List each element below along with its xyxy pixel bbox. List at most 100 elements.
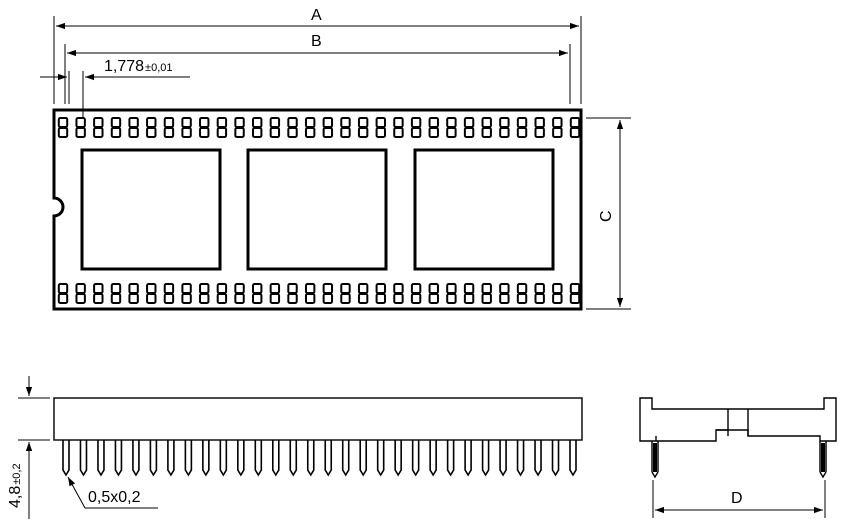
dimension-c-label: C xyxy=(598,210,615,222)
contact-top xyxy=(499,117,510,128)
contact-bottom xyxy=(340,293,351,304)
dimension-a-label: A xyxy=(311,7,322,24)
side-pin xyxy=(516,440,525,477)
contact-bottom xyxy=(110,293,122,304)
contact-top-inner xyxy=(304,127,316,138)
height-tolerance: ±0,2 xyxy=(11,463,23,484)
contact-top xyxy=(304,117,316,128)
contact-top-inner xyxy=(340,127,351,138)
side-pin xyxy=(114,440,123,477)
side-pin xyxy=(481,440,490,477)
side-pin xyxy=(394,440,402,477)
side-pin xyxy=(62,440,70,477)
contact-top-inner xyxy=(534,127,545,138)
end-view-pin-right xyxy=(819,441,827,479)
side-pin xyxy=(271,440,280,477)
contact-bottom-inner xyxy=(534,283,545,294)
contact-bottom-inner xyxy=(146,283,157,294)
contact-top-inner xyxy=(446,127,457,138)
contact-bottom-inner xyxy=(57,283,69,294)
contact-top xyxy=(516,117,528,128)
contact-bottom xyxy=(128,293,139,304)
contact-top-inner xyxy=(357,127,369,138)
contact-bottom xyxy=(75,293,86,304)
contact-bottom-inner xyxy=(75,283,86,294)
window-right xyxy=(413,148,555,271)
end-view-pin-left xyxy=(651,441,659,479)
contact-top xyxy=(146,117,157,128)
contact-bottom-inner xyxy=(499,283,510,294)
contact-top xyxy=(57,117,69,128)
contact-bottom-inner xyxy=(375,283,386,294)
contact-bottom-inner xyxy=(269,283,281,294)
contact-bottom xyxy=(269,293,281,304)
contact-top xyxy=(110,117,122,128)
contact-top xyxy=(269,117,281,128)
end-view-outline xyxy=(639,397,837,442)
side-pin xyxy=(499,440,507,477)
contact-top-inner xyxy=(375,127,386,138)
contact-top xyxy=(357,117,369,128)
contact-row-top-inner xyxy=(57,127,581,138)
contact-bottom-inner xyxy=(446,283,457,294)
contact-top-inner xyxy=(552,127,563,138)
side-body xyxy=(53,397,583,441)
window-left xyxy=(80,148,222,271)
pin-size-label: 0,5x0,2 xyxy=(88,489,141,506)
contact-top-inner xyxy=(499,127,510,138)
contact-top xyxy=(234,117,245,128)
side-pin xyxy=(149,440,158,477)
side-pin xyxy=(464,440,472,477)
dimension-d-label: D xyxy=(731,490,743,507)
contact-top-inner xyxy=(428,127,439,138)
dimension-b-label: B xyxy=(311,33,322,50)
contact-bottom xyxy=(569,293,581,304)
window-middle xyxy=(246,148,388,271)
side-pin xyxy=(97,440,105,477)
dimension-c: C xyxy=(586,117,631,310)
side-pin xyxy=(446,440,455,477)
contact-bottom xyxy=(304,293,316,304)
side-pin xyxy=(569,440,577,477)
side-pin xyxy=(341,440,350,477)
height-value: 4,8 xyxy=(7,486,24,508)
contact-top-inner xyxy=(463,127,475,138)
contact-bottom xyxy=(57,293,69,304)
pitch-value: 1,778 xyxy=(104,58,144,75)
contact-bottom-inner xyxy=(516,283,528,294)
contact-top xyxy=(534,117,545,128)
side-pin xyxy=(306,440,315,477)
contact-top xyxy=(163,117,175,128)
contact-top xyxy=(128,117,139,128)
contact-bottom xyxy=(410,293,422,304)
contact-bottom xyxy=(357,293,369,304)
contact-top xyxy=(340,117,351,128)
contact-bottom-inner xyxy=(252,283,263,294)
contact-bottom-inner xyxy=(199,283,210,294)
contact-bottom-inner xyxy=(393,283,404,294)
contact-top-inner xyxy=(110,127,122,138)
contact-bottom xyxy=(516,293,528,304)
contact-bottom-inner xyxy=(163,283,175,294)
contact-top xyxy=(93,117,104,128)
contact-bottom-inner xyxy=(322,283,334,294)
contact-row-top xyxy=(57,117,581,128)
contact-bottom xyxy=(181,293,192,304)
side-pin xyxy=(219,440,228,477)
side-pins xyxy=(62,440,577,477)
contact-bottom-inner xyxy=(181,283,192,294)
side-pin xyxy=(429,440,437,477)
contact-row-bottom xyxy=(57,293,581,304)
pin-size-callout: 0,5x0,2 xyxy=(67,476,158,509)
contact-bottom-inner xyxy=(340,283,351,294)
side-pin xyxy=(184,440,193,477)
side-pin xyxy=(132,440,140,477)
contact-bottom-inner xyxy=(428,283,439,294)
contact-bottom-inner xyxy=(93,283,104,294)
contact-top-inner xyxy=(146,127,157,138)
side-pin xyxy=(411,440,420,477)
contact-top xyxy=(569,117,581,128)
contact-bottom-inner xyxy=(287,283,298,294)
side-pin xyxy=(167,440,175,477)
dimension-a: A xyxy=(53,7,582,104)
